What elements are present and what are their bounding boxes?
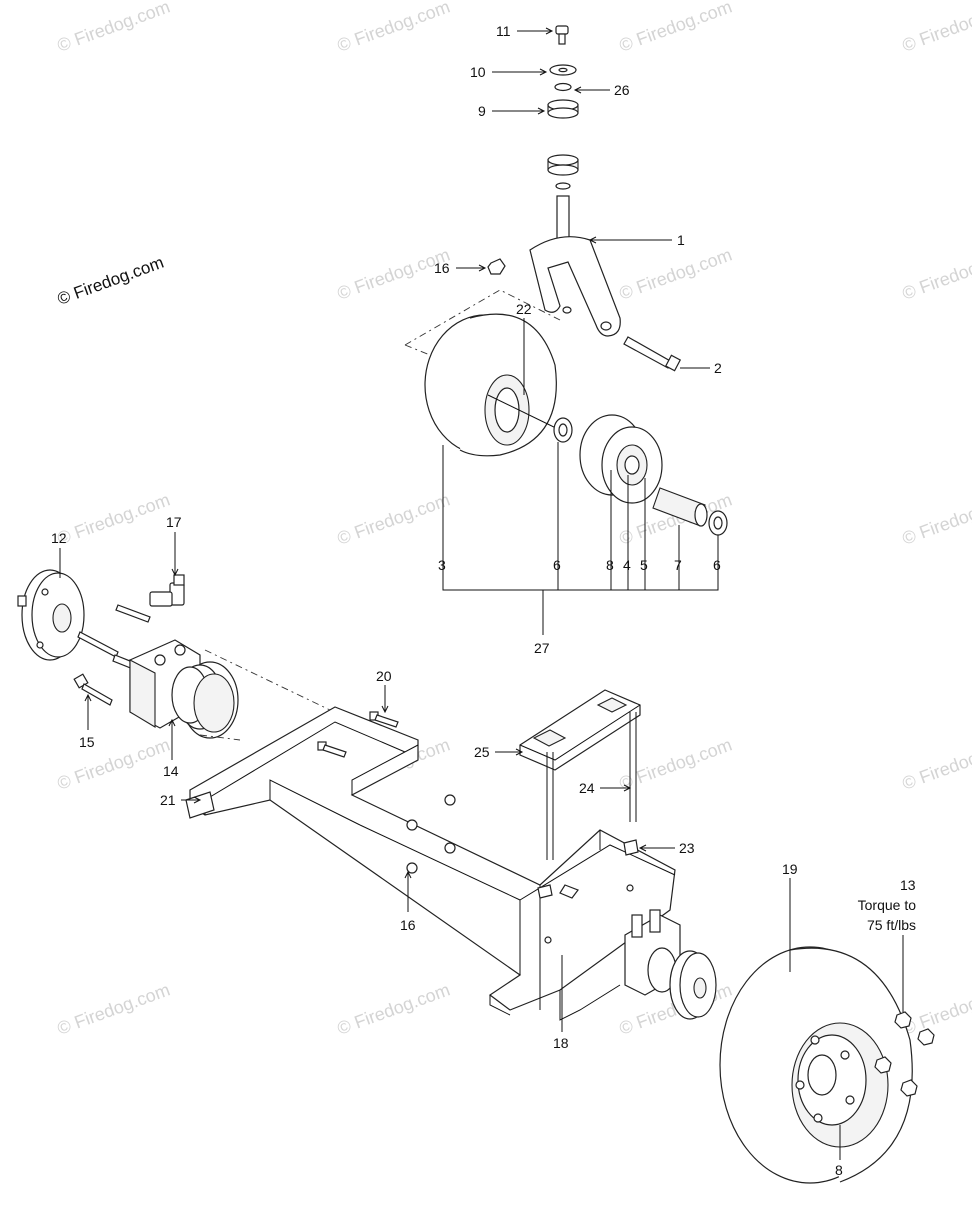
caster-assembly <box>404 25 728 536</box>
watermark: © Firedog.com <box>900 734 972 793</box>
torque-note-line1: Torque to <box>858 897 917 913</box>
caster-fork-part <box>529 236 621 337</box>
nut-part <box>487 258 506 275</box>
spindle-part <box>556 195 570 242</box>
callout-20: 20 <box>376 668 392 684</box>
callout-8: 8 <box>835 1162 843 1178</box>
callout-9: 9 <box>478 103 486 119</box>
bracket-part <box>185 791 215 819</box>
bearing-part <box>547 99 579 119</box>
callout-16: 16 <box>434 260 450 276</box>
lower-bearing-part <box>547 154 579 176</box>
callout-27: 27 <box>534 640 550 656</box>
callout-10: 10 <box>470 64 486 80</box>
callout-13: 13 <box>900 877 916 893</box>
callout-25: 25 <box>474 744 490 760</box>
axle-bolt-part <box>623 336 682 372</box>
callout-3: 3 <box>438 557 446 573</box>
callout-14: 14 <box>163 763 179 779</box>
callout-17: 17 <box>166 514 182 530</box>
copyright-notice: © Firedog.com <box>55 253 166 309</box>
spacer-washer-part <box>554 82 572 92</box>
callout-2: 2 <box>714 360 722 376</box>
watermark: © Firedog.com <box>55 979 173 1038</box>
callout-16: 16 <box>400 917 416 933</box>
hydraulic-fitting-part <box>149 574 185 607</box>
watermark: © Firedog.com <box>55 0 173 56</box>
callout-12: 12 <box>51 530 67 546</box>
callout-6: 6 <box>553 557 561 573</box>
callout-22: 22 <box>516 301 532 317</box>
mount-rod-part <box>546 752 554 860</box>
watermark: © Firedog.com <box>900 979 972 1038</box>
callout-4: 4 <box>623 557 631 573</box>
watermark: © Firedog.com <box>335 489 453 548</box>
watermark: © Firedog.com <box>900 244 972 303</box>
callout-8: 8 <box>606 557 614 573</box>
callout-6: 6 <box>713 557 721 573</box>
callout-24: 24 <box>579 780 595 796</box>
leader-lines <box>59 27 904 1160</box>
watermark: © Firedog.com <box>55 489 173 548</box>
right-motor-part <box>624 909 681 996</box>
screw-part <box>555 25 569 45</box>
watermark: © Firedog.com <box>900 489 972 548</box>
callout-18: 18 <box>553 1035 569 1051</box>
watermark: © Firedog.com <box>335 0 453 56</box>
clip-part <box>623 839 639 856</box>
callout-15: 15 <box>79 734 95 750</box>
callout-21: 21 <box>160 792 176 808</box>
top-plate-part <box>519 689 641 771</box>
callout-19: 19 <box>782 861 798 877</box>
bushing-part <box>652 487 708 527</box>
drive-tire-part <box>719 946 913 1184</box>
watermark: © Firedog.com <box>900 0 972 56</box>
lug-nut-part <box>874 1011 935 1097</box>
callout-26: 26 <box>614 82 630 98</box>
drive-motor-assembly <box>17 569 331 741</box>
callout-11: 11 <box>496 23 511 39</box>
watermark: © Firedog.com <box>617 0 735 56</box>
callout-labels: 11 10 26 9 1 16 2 22 3 6 8 4 5 7 6 27 12… <box>51 23 916 1178</box>
frame-part <box>189 706 676 1021</box>
watermark: © Firedog.com <box>617 734 735 793</box>
mount-rod-part <box>629 712 637 822</box>
motor-bolt-part <box>73 673 113 706</box>
right-wheel-hub-part <box>669 950 717 1020</box>
caster-tire-part <box>424 313 561 457</box>
hydraulic-motor-part <box>129 639 239 739</box>
mount-bolt-part <box>317 711 399 758</box>
torque-note-line2: 75 ft/lbs <box>867 917 916 933</box>
callout-7: 7 <box>674 557 682 573</box>
watermark: © Firedog.com <box>335 979 453 1038</box>
watermark: © Firedog.com <box>55 734 173 793</box>
caster-hub-part <box>579 414 663 504</box>
wheel-hub-part <box>17 569 85 661</box>
callout-1: 1 <box>677 232 685 248</box>
callout-23: 23 <box>679 840 695 856</box>
callout-5: 5 <box>640 557 648 573</box>
watermark: © Firedog.com <box>617 244 735 303</box>
